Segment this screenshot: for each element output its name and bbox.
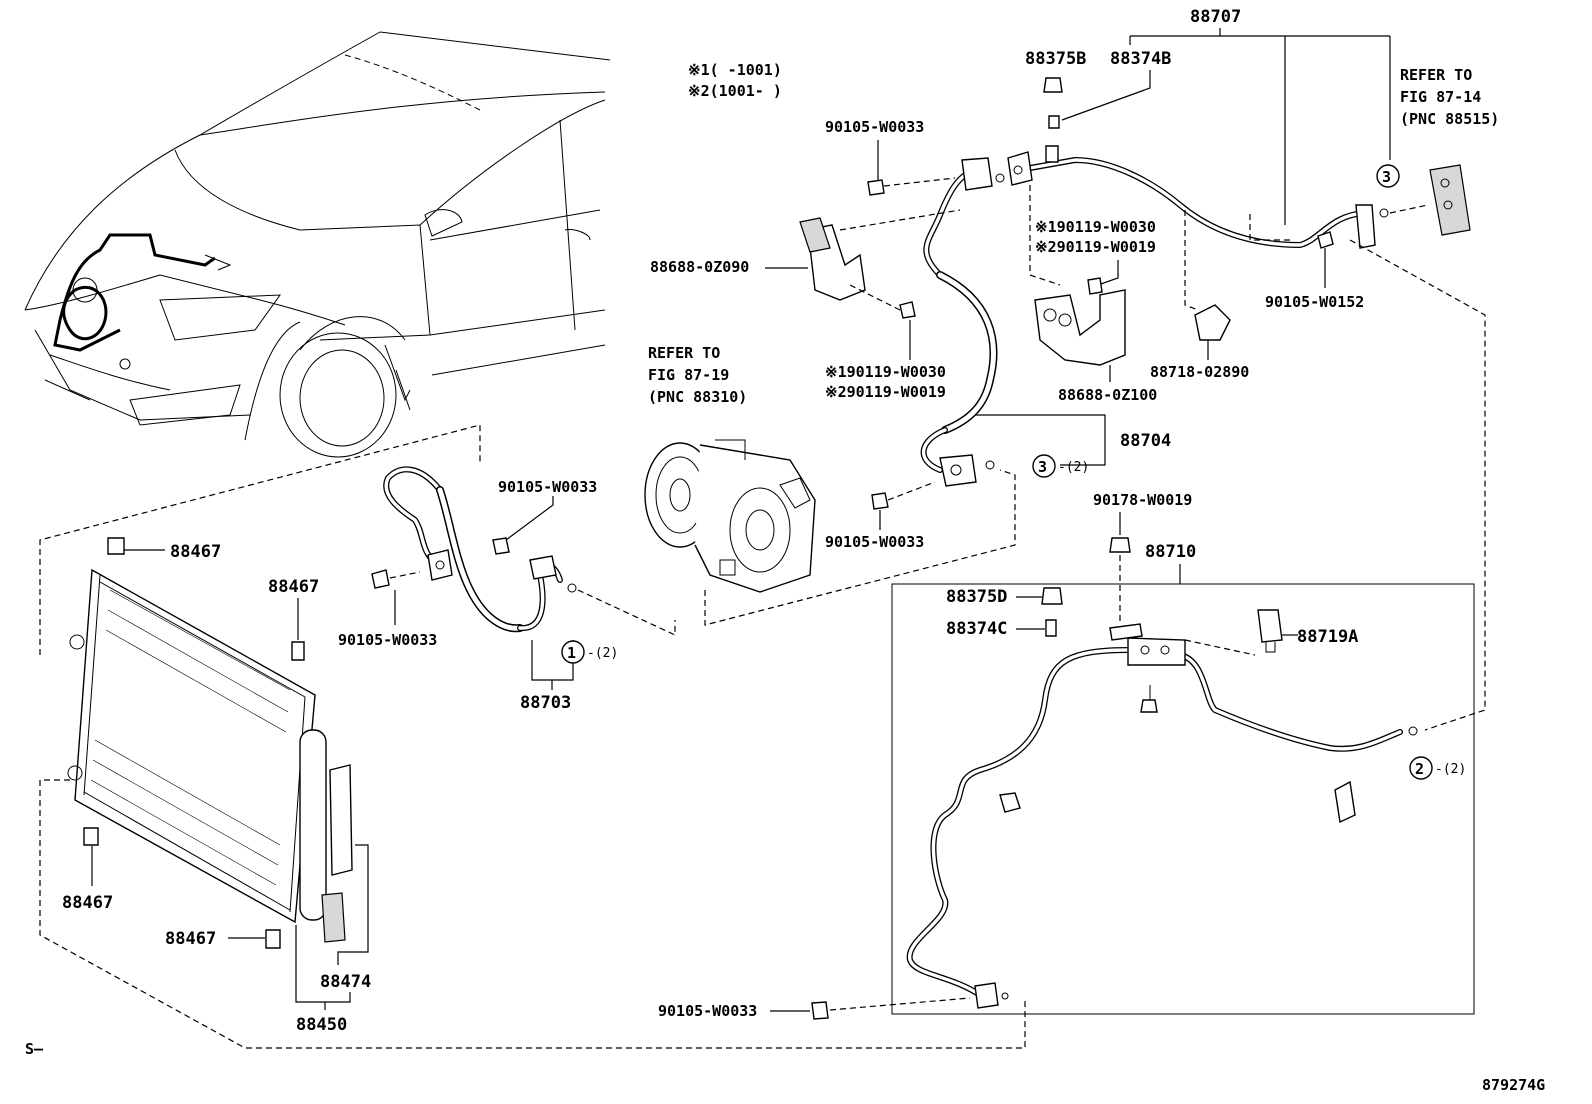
- pressure-switch-88719A: [1257, 609, 1283, 643]
- label-88704: 88704: [1120, 431, 1171, 451]
- svg-text:-(2): -(2): [1435, 762, 1466, 777]
- label-88374B: 88374B: [1110, 49, 1171, 69]
- ref-valve-line2: FIG 87-14: [1400, 88, 1481, 106]
- label-alt-a2: ※290119-W0019: [825, 383, 946, 401]
- label-88450: 88450: [296, 1015, 347, 1035]
- corner-mark: S—: [25, 1040, 44, 1058]
- callout-1: 1 -(2): [561, 640, 618, 664]
- label-88718-02890: 88718-02890: [1150, 363, 1249, 381]
- ref-compressor-line3: (PNC 88310): [648, 388, 747, 406]
- label-alt-b1: ※190119-W0030: [1035, 218, 1156, 236]
- label-bolt-mid: 90105-W0033: [825, 533, 924, 551]
- label-88374C: 88374C: [946, 619, 1007, 639]
- svg-text:2: 2: [1415, 760, 1424, 778]
- label-alt-b2: ※290119-W0019: [1035, 238, 1156, 256]
- callout-2: 2 -(2): [1409, 756, 1466, 780]
- label-alt-a1: ※190119-W0030: [825, 363, 946, 381]
- callout-3-bottom: 3 -(2): [1032, 454, 1089, 478]
- expansion-valve: [1429, 164, 1471, 236]
- label-88375D: 88375D: [946, 587, 1007, 607]
- label-88710: 88710: [1145, 542, 1196, 562]
- svg-text:-(2): -(2): [587, 646, 618, 661]
- ref-valve-line1: REFER TO: [1400, 66, 1472, 84]
- callout-3-top: 3: [1376, 164, 1400, 188]
- condenser-88450: [67, 568, 353, 943]
- label-88467-b: 88467: [268, 577, 319, 597]
- ref-compressor-line1: REFER TO: [648, 344, 720, 362]
- valve-core-88374B: [1048, 115, 1060, 129]
- ref-valve-line3: (PNC 88515): [1400, 110, 1499, 128]
- label-88719A: 88719A: [1297, 627, 1358, 647]
- svg-text:3: 3: [1382, 168, 1391, 186]
- label-bolt-left: 90105-W0033: [338, 631, 437, 649]
- svg-text:1: 1: [567, 644, 576, 662]
- label-88474: 88474: [320, 972, 371, 992]
- label-bolt-bottom: 90105-W0033: [658, 1002, 757, 1020]
- label-88703: 88703: [520, 693, 571, 713]
- label-88467-c: 88467: [62, 893, 113, 913]
- cap-88375B: [1043, 77, 1063, 93]
- note-2: ※2(1001- ): [688, 82, 782, 100]
- label-88707: 88707: [1190, 7, 1241, 27]
- label-bolt-hose: 90105-W0033: [498, 478, 597, 496]
- bracket-88688-0Z100: [1034, 289, 1126, 366]
- label-88688-0Z090: 88688-0Z090: [650, 258, 749, 276]
- compressor: [644, 439, 816, 593]
- ref-compressor-line2: FIG 87-19: [648, 366, 729, 384]
- label-88467-d: 88467: [165, 929, 216, 949]
- label-88467-a: 88467: [170, 542, 221, 562]
- clamp-88718-02890: [1194, 304, 1231, 341]
- label-88688-0Z100: 88688-0Z100: [1058, 386, 1157, 404]
- svg-text:3: 3: [1038, 458, 1047, 476]
- label-88375B: 88375B: [1025, 49, 1086, 69]
- label-90105-W0152: 90105-W0152: [1265, 293, 1364, 311]
- svg-text:-(2): -(2): [1058, 460, 1089, 475]
- assembly-box-88710: [891, 583, 1475, 1015]
- note-1: ※1( -1001): [688, 61, 782, 79]
- pipe-block-88710: [1127, 637, 1186, 666]
- label-bolt-top: 90105-W0033: [825, 118, 924, 136]
- figure-code: 879274G: [1482, 1076, 1545, 1094]
- vehicle-illustration: [24, 31, 611, 458]
- label-90178-W0019: 90178-W0019: [1093, 491, 1192, 509]
